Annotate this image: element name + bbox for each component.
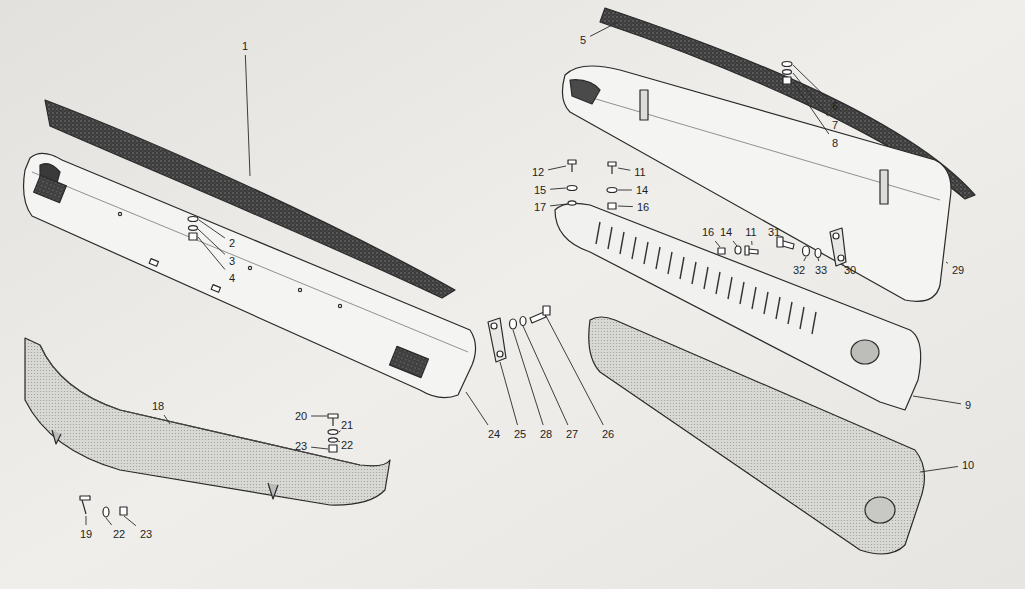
leader-line [920, 466, 958, 472]
callout-number: 29 [951, 264, 965, 276]
callout-number: 14 [719, 226, 733, 238]
leader-line [198, 237, 225, 269]
callout-number: 4 [228, 272, 236, 284]
leader-line [164, 415, 170, 424]
callout-number: 25 [513, 428, 527, 440]
leader-line [199, 220, 225, 238]
leader-line [500, 362, 518, 425]
callout-number: 15 [533, 184, 547, 196]
leader-line [513, 330, 543, 425]
leader-line [311, 416, 327, 417]
callout-number: 10 [961, 459, 975, 471]
leader-line [618, 168, 630, 170]
leader-line [311, 447, 328, 449]
leader-line [466, 392, 488, 425]
callout-number: 28 [539, 428, 553, 440]
callout-number: 6 [831, 100, 839, 112]
callout-number: 30 [843, 264, 857, 276]
callout-number: 24 [487, 428, 501, 440]
callout-number: 18 [151, 400, 165, 412]
leader-line [124, 516, 136, 526]
callout-number: 23 [139, 528, 153, 540]
leader-line [780, 236, 782, 237]
callout-number: 16 [701, 226, 715, 238]
callout-number: 31 [767, 226, 781, 238]
leader-line [946, 262, 948, 263]
callout-number: 9 [964, 399, 972, 411]
leader-line [804, 257, 806, 261]
callout-number: 12 [531, 166, 545, 178]
callout-number: 21 [340, 419, 354, 431]
callout-number: 26 [601, 428, 615, 440]
leader-line [618, 190, 632, 191]
leader-line [793, 73, 828, 116]
callout-number: 19 [79, 528, 93, 540]
callout-number: 5 [579, 34, 587, 46]
leader-line [733, 241, 737, 246]
leader-line [618, 206, 633, 208]
callout-number: 22 [340, 439, 354, 451]
callout-number: 11 [633, 166, 646, 178]
leader-line [550, 204, 567, 206]
leader-line [338, 441, 340, 443]
leader-line [339, 431, 341, 432]
leader-line [590, 22, 618, 36]
leader-line [523, 326, 568, 425]
leader-line [86, 516, 87, 525]
callout-number: 14 [635, 184, 649, 196]
callout-number: 20 [294, 410, 308, 422]
callout-number: 33 [814, 264, 828, 276]
callout-number: 8 [831, 137, 839, 149]
leader-line [793, 82, 829, 134]
leader-line [715, 241, 720, 247]
callout-number: 32 [792, 264, 806, 276]
callout-number: 22 [112, 528, 126, 540]
leader-line [106, 518, 112, 525]
leader-line [546, 316, 603, 425]
leader-line [818, 258, 820, 261]
leader-line [548, 166, 566, 170]
leader-line [913, 396, 961, 404]
callout-number: 7 [831, 119, 839, 131]
leader-line [842, 263, 844, 264]
callout-number: 27 [565, 428, 579, 440]
leader-line [751, 241, 752, 245]
callout-number: 11 [744, 226, 757, 238]
callout-number: 1 [241, 40, 249, 52]
callout-number: 23 [294, 440, 308, 452]
leader-line [550, 188, 566, 189]
callout-number: 3 [228, 255, 236, 267]
callout-number: 16 [636, 201, 650, 213]
callout-number: 17 [533, 201, 547, 213]
leader-line [245, 55, 250, 176]
callout-number: 2 [228, 237, 236, 249]
